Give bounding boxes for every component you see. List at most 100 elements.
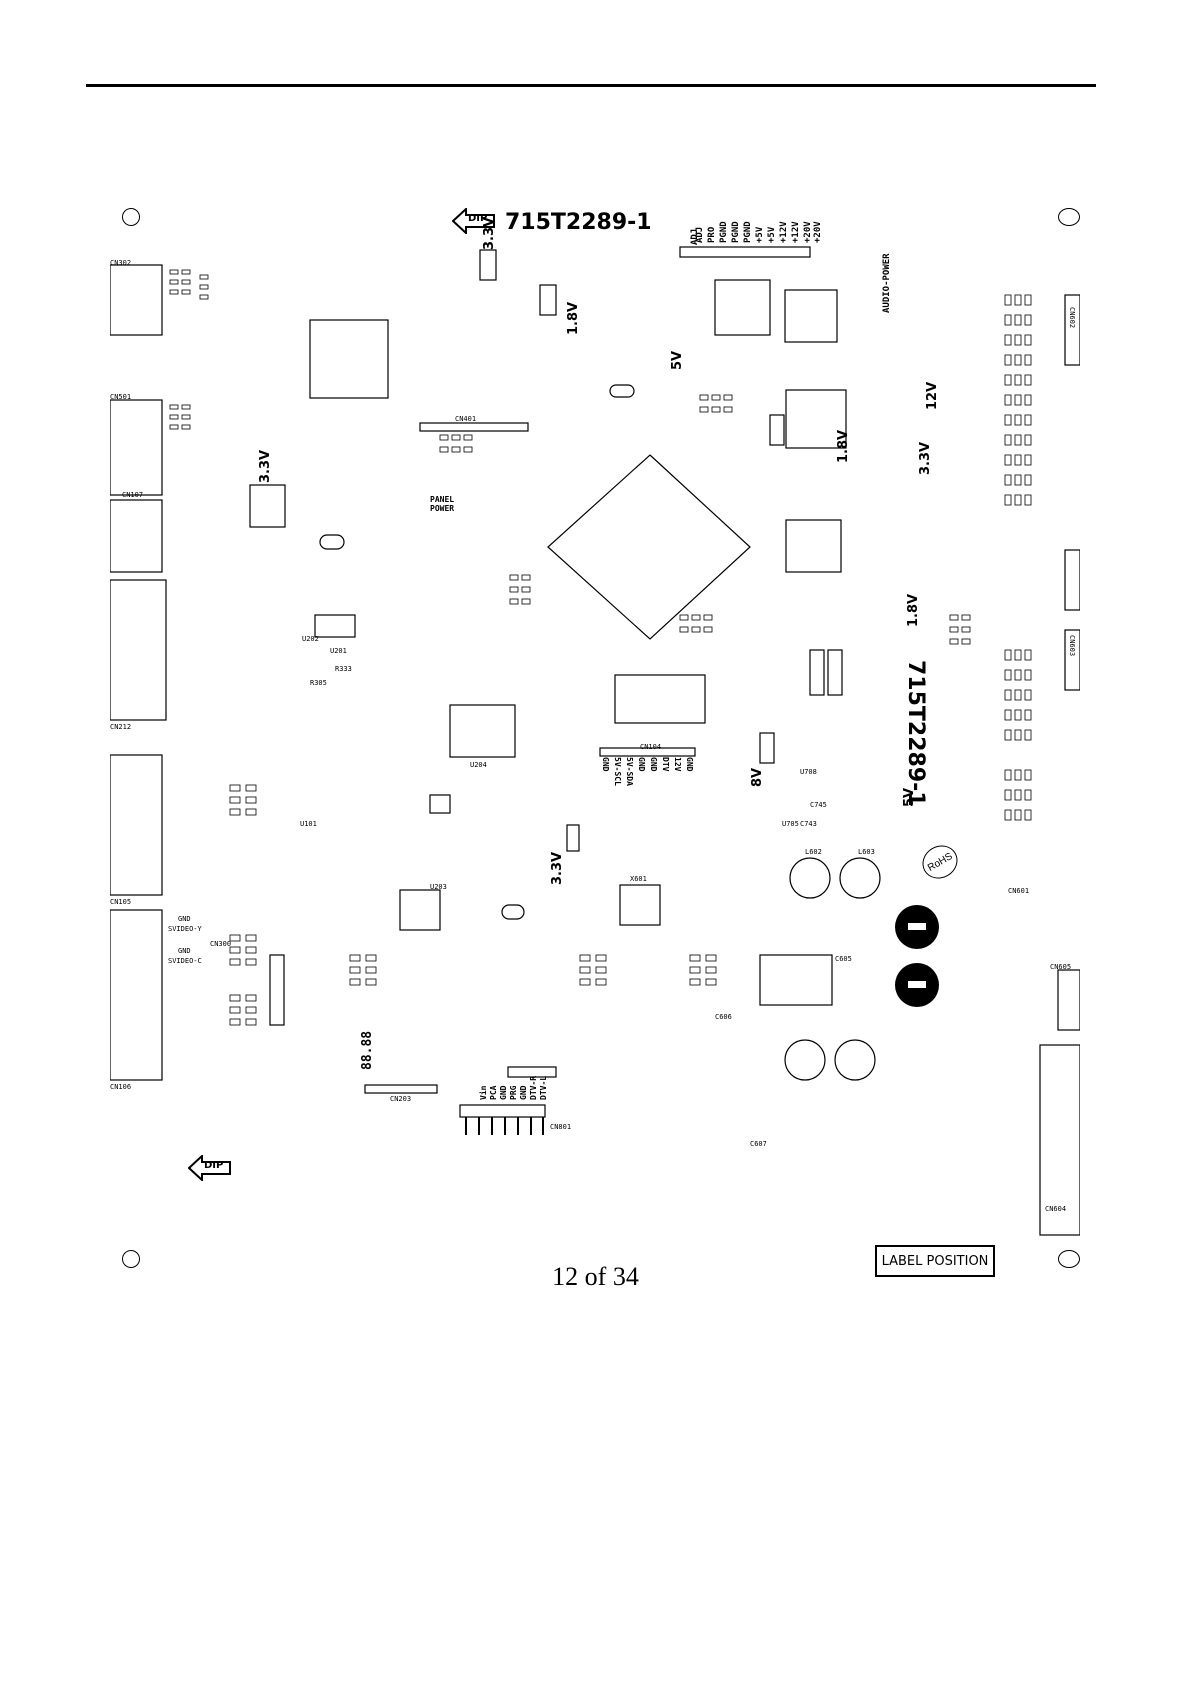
voltage-8v: 8V: [750, 767, 765, 787]
pin-label: PCA: [489, 1085, 498, 1100]
connector-cn302: [110, 264, 163, 336]
ref-l602: L602: [805, 848, 822, 856]
connector-cn605: [1057, 969, 1080, 1031]
connector-cn501: [110, 399, 163, 496]
pin-label: GND: [685, 757, 694, 772]
pin-label: +20V: [813, 221, 823, 243]
ref-u708: U708: [800, 768, 817, 776]
ref-c743: C743: [800, 820, 817, 828]
voltage-1v8: 1.8V: [836, 429, 851, 463]
voltage-1v8: 1.8V: [566, 301, 581, 335]
ref-cn105: CN105: [110, 898, 132, 906]
pin-label: 5V-SDA: [625, 757, 634, 786]
ref-cn801: CN801: [550, 1123, 572, 1131]
pin-label: 12V: [673, 757, 682, 772]
voltage-3v3: 3.3V: [258, 449, 273, 483]
mounting-hole: [1058, 208, 1080, 226]
ref-u201: U201: [330, 647, 347, 655]
ref-cn501: CN501: [110, 393, 132, 401]
arrow-left-icon: [451, 206, 495, 236]
pin-label: +5V: [767, 226, 777, 243]
ref-cn401: CN401: [455, 415, 477, 423]
voltage-3v3: 3.3V: [550, 851, 565, 885]
ref-r305: R305: [310, 679, 327, 687]
connector-cn601: [1064, 549, 1080, 611]
pin-label: GND: [519, 1085, 528, 1100]
dip-label: DIP: [468, 213, 488, 224]
pin-label: +20V: [803, 221, 813, 243]
voltage-5v: 5V: [902, 787, 917, 807]
pin-label: GND: [178, 947, 191, 955]
pin-label: +12V: [791, 221, 801, 243]
page-number: 12 of 34: [552, 1262, 639, 1291]
svideo-pins: GND SVIDEO-Y GND SVIDEO-C: [168, 915, 228, 975]
connector-cn107: [110, 499, 163, 573]
pin-label: DTV-L: [539, 1075, 548, 1100]
ref-cn605: CN605: [1050, 963, 1072, 971]
pcb-layout: CN302 CN501 CN107 CN212 CN105 CN106 CN40…: [110, 195, 1080, 1255]
mounting-hole: [1058, 1250, 1080, 1268]
pin-label: Vin: [479, 1085, 488, 1100]
voltage-12v: 12V: [925, 381, 940, 410]
pin-label: SVIDEO-Y: [168, 925, 202, 933]
ref-cn602: CN602: [1068, 307, 1076, 329]
ref-cn603: CN603: [1068, 635, 1076, 657]
dip-arrow-bottom: DIP: [187, 1153, 232, 1186]
ref-r333: R333: [335, 665, 352, 673]
connector-cn105: [110, 754, 163, 896]
mounting-hole: [122, 208, 140, 226]
ref-cn604: CN604: [1045, 1205, 1067, 1213]
ref-u204: U204: [470, 761, 487, 769]
ref-cn300: CN300: [210, 940, 232, 948]
ref-x601: X601: [630, 875, 647, 883]
connector-cn106: [110, 909, 163, 1081]
pin-label: PRO: [707, 226, 717, 243]
ic-u204: [449, 704, 516, 758]
pcb-drawing: [110, 246, 1080, 1236]
audio-power-label: AUDIO-POWER: [882, 253, 892, 313]
pin-label: 5V-SCL: [613, 757, 622, 786]
main-ic: [547, 454, 751, 640]
connector-cn604: [1039, 1044, 1080, 1236]
voltage-3v3: 3.3V: [918, 441, 933, 475]
pin-label: DTV-R: [529, 1075, 538, 1100]
ref-u705: U705: [782, 820, 799, 828]
pin-label: PGND: [719, 221, 729, 243]
ref-cn106: CN106: [110, 1083, 132, 1091]
date-code: 88.88: [360, 1030, 375, 1070]
dip-arrow-top: DIP: [451, 206, 496, 239]
header-rule: [86, 84, 1096, 87]
connector-cn602: [1064, 294, 1080, 366]
ref-l603: L603: [858, 848, 875, 856]
ref-cn302: CN302: [110, 259, 132, 267]
mounting-hole: [122, 1250, 140, 1268]
pin-label: GND: [499, 1085, 508, 1100]
pin-label: GND: [637, 757, 646, 772]
voltage-5v: 5V: [670, 350, 685, 370]
pin-label: +12V: [779, 221, 789, 243]
ref-c607: C607: [750, 1140, 767, 1148]
pin-label: GND: [601, 757, 610, 772]
pin-label: DTV: [661, 757, 670, 772]
dip-label: DIP: [204, 1160, 224, 1171]
top-header-labels: ADJ PRO PGND PGND PGND +5V +5V +12V +12V…: [695, 195, 823, 245]
pin-label: SVIDEO-C: [168, 957, 202, 965]
voltage-3v3: 3.3V: [482, 216, 497, 250]
pin-label: PRG: [509, 1085, 518, 1100]
pin-label: PGND: [731, 221, 741, 243]
ref-cn104: CN104: [640, 743, 662, 751]
cn801-pins: DTV-L DTV-R GND PRG GND PCA Vin: [475, 1076, 548, 1110]
arrow-left-icon: [187, 1153, 231, 1183]
pin-label: GND: [178, 915, 191, 923]
ref-c606: C606: [715, 1013, 732, 1021]
ref-u202: U202: [302, 635, 319, 643]
panel-power-label: PANEL POWER: [430, 495, 455, 513]
connector-cn603: [1064, 629, 1080, 691]
board-part-number: 715T2289-1: [505, 210, 652, 235]
pin-label: +5V: [755, 226, 765, 243]
voltage-1v8: 1.8V: [906, 593, 921, 627]
pin-label: GND: [649, 757, 658, 772]
ref-cn107: CN107: [122, 491, 144, 499]
label-position-box: LABEL POSITION: [875, 1245, 995, 1277]
ic-u402: [614, 674, 706, 724]
